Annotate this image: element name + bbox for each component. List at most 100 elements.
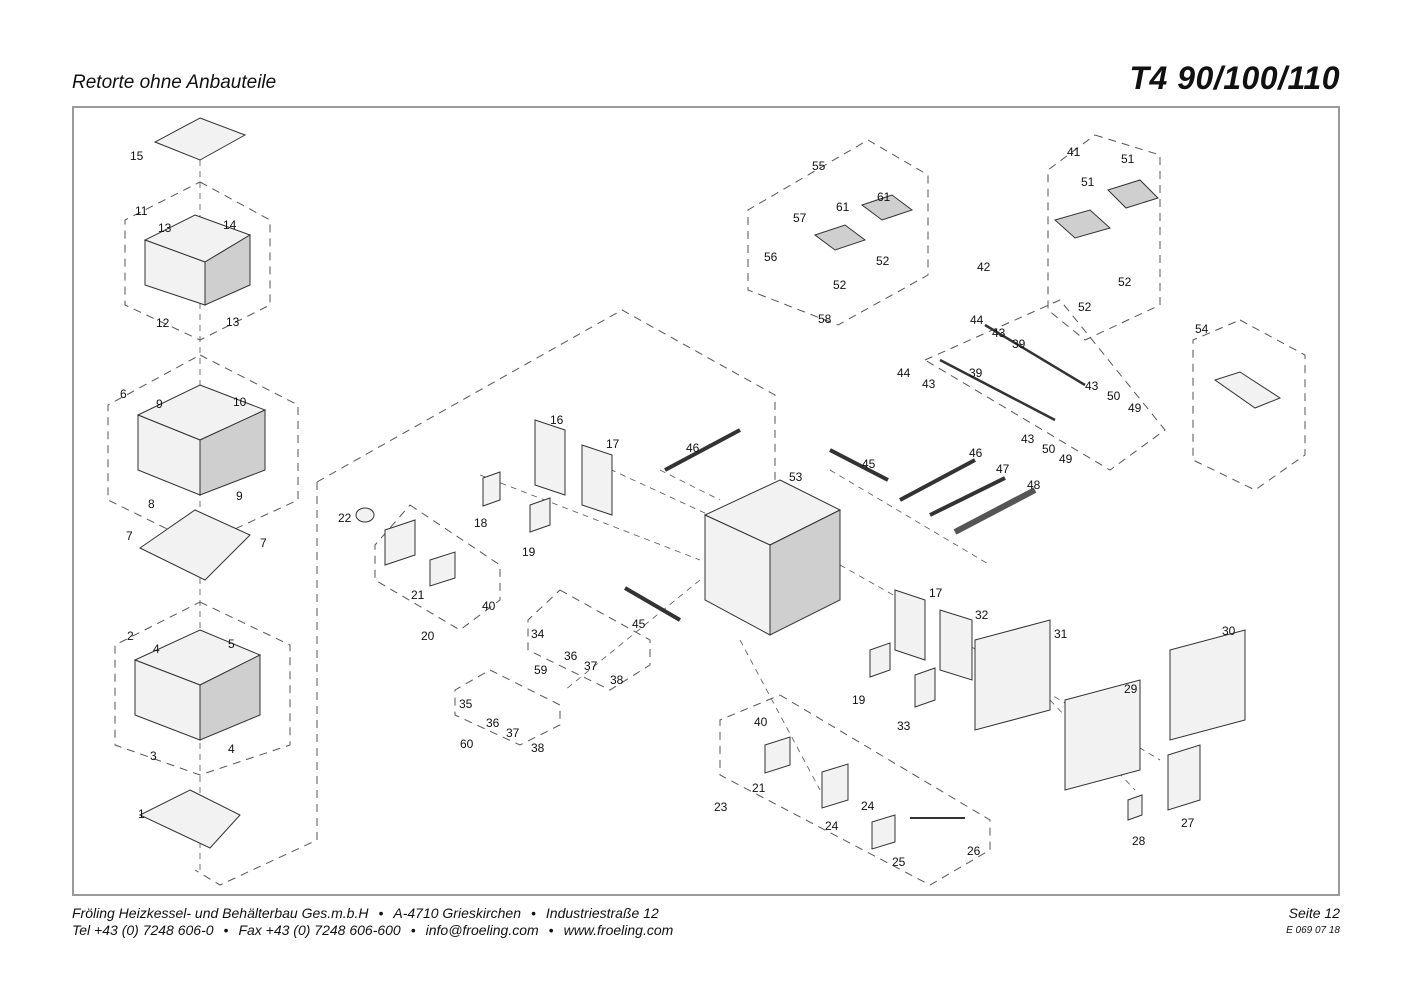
part-25-bracket bbox=[871, 814, 896, 850]
part-callout-20: 20 bbox=[421, 629, 435, 643]
part-callout-24: 24 bbox=[825, 819, 839, 833]
part-callout-54: 54 bbox=[1195, 322, 1209, 336]
part-17-plate bbox=[581, 444, 613, 516]
part-callout-45: 45 bbox=[632, 617, 646, 631]
part-callout-46: 46 bbox=[969, 446, 983, 460]
part-callout-59: 59 bbox=[534, 663, 548, 677]
part-6-box-side bbox=[199, 409, 266, 496]
part-callout-50: 50 bbox=[1107, 389, 1121, 403]
part-callout-7: 7 bbox=[260, 536, 267, 550]
part-22-ring bbox=[355, 507, 375, 523]
part-callout-26: 26 bbox=[967, 844, 981, 858]
part-callout-37: 37 bbox=[584, 659, 598, 673]
part-callout-15: 15 bbox=[130, 149, 144, 163]
part-callout-28: 28 bbox=[1132, 834, 1146, 848]
part-callout-4: 4 bbox=[153, 642, 160, 656]
website-link[interactable]: www.froeling.com bbox=[563, 922, 674, 938]
part-callout-14: 14 bbox=[223, 218, 237, 232]
part-callout-13: 13 bbox=[226, 315, 240, 329]
rod-outline bbox=[924, 299, 1166, 471]
part-48-rod bbox=[953, 487, 1037, 535]
part-callout-21: 21 bbox=[752, 781, 766, 795]
group-2 bbox=[114, 601, 291, 776]
email-link[interactable]: info@froeling.com bbox=[425, 922, 539, 938]
part-callout-56: 56 bbox=[764, 250, 778, 264]
part-callout-9: 9 bbox=[236, 489, 243, 503]
part-31-cover bbox=[974, 619, 1051, 731]
part-callout-61: 61 bbox=[836, 200, 850, 214]
part-callout-31: 31 bbox=[1054, 627, 1068, 641]
part-callout-22: 22 bbox=[338, 511, 352, 525]
part-16-plate bbox=[534, 419, 566, 496]
part-callout-44: 44 bbox=[970, 313, 984, 327]
part-54-plate bbox=[1213, 371, 1282, 409]
group-59 bbox=[527, 589, 651, 691]
part-callout-11: 11 bbox=[135, 204, 148, 218]
part-20-flange bbox=[384, 519, 416, 566]
part-callout-52: 52 bbox=[833, 278, 847, 292]
part-callout-17: 17 bbox=[606, 437, 620, 451]
part-callout-38: 38 bbox=[610, 673, 624, 687]
part-callout-42: 42 bbox=[977, 260, 991, 274]
part-callout-40: 40 bbox=[482, 599, 496, 613]
main-outline bbox=[316, 309, 776, 505]
part-callout-55: 55 bbox=[812, 159, 826, 173]
part-callout-53: 53 bbox=[789, 470, 803, 484]
group-54 bbox=[1192, 319, 1306, 491]
group-outlines bbox=[107, 134, 1306, 886]
part-33-flange bbox=[914, 667, 936, 708]
part-callout-47: 47 bbox=[996, 462, 1010, 476]
part-callout-9: 9 bbox=[156, 397, 163, 411]
part-callout-52: 52 bbox=[1118, 275, 1132, 289]
part-callout-36: 36 bbox=[486, 716, 500, 730]
part-39-rod bbox=[984, 323, 1086, 387]
part-30-cover bbox=[1169, 629, 1246, 741]
part-callout-19: 19 bbox=[522, 545, 536, 559]
part-callout-17: 17 bbox=[929, 586, 943, 600]
part-15-plate bbox=[153, 117, 247, 161]
part-18-plate bbox=[482, 471, 501, 507]
part-callout-12: 12 bbox=[156, 316, 170, 330]
part-callout-61: 61 bbox=[877, 190, 891, 204]
model-title: T4 90/100/110 bbox=[1129, 60, 1340, 96]
part-callout-41: 41 bbox=[1067, 145, 1081, 159]
part-callout-10: 10 bbox=[233, 395, 247, 409]
part-41-grate bbox=[1053, 209, 1112, 239]
group-23 bbox=[719, 694, 991, 886]
group-55 bbox=[747, 139, 929, 326]
part-callout-58: 58 bbox=[818, 312, 832, 326]
part-callout-25: 25 bbox=[892, 855, 906, 869]
part-callout-35: 35 bbox=[459, 697, 473, 711]
part-53-frame-side bbox=[769, 509, 841, 636]
part-callout-24: 24 bbox=[861, 799, 875, 813]
part-callout-37: 37 bbox=[506, 726, 520, 740]
part-callout-8: 8 bbox=[148, 497, 155, 511]
part-39b-rod bbox=[939, 358, 1056, 422]
phone: Tel +43 (0) 7248 606-0 bbox=[72, 922, 214, 938]
document-number: E 069 07 18 bbox=[1286, 925, 1340, 936]
diagram-frame bbox=[72, 106, 1340, 896]
part-callout-40: 40 bbox=[754, 715, 768, 729]
part-19-plate bbox=[529, 497, 551, 533]
group-20 bbox=[374, 504, 501, 631]
part-callout-32: 32 bbox=[975, 608, 989, 622]
part-45b-rod bbox=[623, 586, 682, 622]
group-41 bbox=[1047, 134, 1161, 341]
part-callout-27: 27 bbox=[1181, 816, 1195, 830]
part-11-box-side bbox=[204, 234, 251, 306]
part-callout-49: 49 bbox=[1128, 401, 1142, 415]
part-46b-rod bbox=[899, 458, 976, 502]
part-callout-29: 29 bbox=[1124, 682, 1138, 696]
part-callout-43: 43 bbox=[1085, 379, 1099, 393]
main-outline-2 bbox=[194, 482, 318, 886]
part-callout-50: 50 bbox=[1042, 442, 1056, 456]
part-51-grate bbox=[1107, 179, 1159, 209]
part-61-grate bbox=[860, 194, 914, 221]
part-callout-1: 1 bbox=[138, 807, 145, 821]
part-callout-19: 19 bbox=[852, 693, 866, 707]
fax: Fax +43 (0) 7248 606-600 bbox=[238, 922, 401, 938]
company-name: Fröling Heizkessel- und Behälterbau Ges.… bbox=[72, 905, 369, 921]
part-45-rod bbox=[829, 448, 889, 482]
part-callout-18: 18 bbox=[474, 516, 488, 530]
part-callout-23: 23 bbox=[714, 800, 728, 814]
